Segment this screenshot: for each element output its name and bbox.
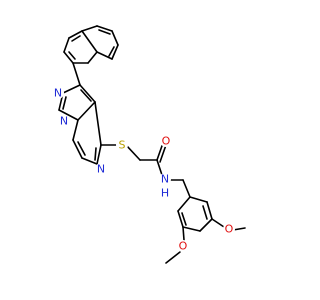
bond — [182, 226, 201, 232]
pyrazine-ring — [72, 101, 102, 165]
bond — [96, 51, 113, 60]
bond — [156, 142, 164, 161]
nitrogen-atom: N — [95, 163, 107, 176]
bond — [199, 218, 213, 232]
atom-label: H — [161, 187, 169, 200]
atom-bg — [177, 240, 189, 252]
bond — [68, 30, 83, 39]
atom-bg — [95, 163, 107, 175]
bond — [232, 227, 246, 231]
bond — [62, 84, 81, 94]
bond — [63, 51, 74, 64]
atom-label: S — [119, 139, 126, 152]
bond-double-inner — [98, 29, 111, 35]
bond — [182, 179, 191, 198]
bond — [63, 37, 70, 53]
bond — [111, 44, 119, 60]
bond — [177, 196, 191, 212]
bond-double-inner — [71, 35, 81, 42]
oxygen-atom: O — [223, 223, 235, 236]
atom-label: O — [225, 223, 234, 236]
atom-label: O — [179, 240, 188, 253]
bond-double-inner — [94, 147, 97, 161]
bond-double — [159, 144, 167, 163]
naphthalene-ring-b — [81, 25, 119, 60]
bond-double-inner — [68, 51, 76, 60]
bond — [72, 62, 81, 86]
bond — [58, 109, 79, 121]
bond — [111, 30, 119, 46]
atom-bg — [116, 139, 128, 151]
atom-bg — [159, 173, 171, 185]
dimethoxyphenyl-ring — [177, 179, 213, 232]
atom-bg — [52, 87, 64, 99]
nitrogen-atom: N — [58, 115, 70, 128]
atom-label: O — [162, 135, 171, 148]
molecule-structure: N N N S O N H O O — [52, 25, 246, 264]
bond — [165, 251, 181, 264]
bond — [156, 159, 163, 176]
bond — [189, 196, 208, 203]
bond — [72, 119, 79, 141]
bond — [206, 201, 213, 220]
bond — [211, 218, 225, 228]
bond — [81, 30, 98, 53]
bond — [81, 25, 98, 32]
atom-bg — [160, 135, 172, 147]
bond — [177, 210, 184, 228]
oxygen-atom: O — [177, 240, 189, 253]
bond-double-inner — [62, 96, 67, 110]
nitrogen-atom: N — [159, 173, 171, 186]
atom-labels: N N N S O N H O O — [52, 87, 235, 253]
bond — [96, 144, 102, 165]
bond — [94, 101, 102, 146]
bond — [72, 139, 83, 159]
atom-bg — [223, 223, 235, 235]
bond-double-inner — [108, 46, 115, 57]
bond-double-inner — [202, 205, 208, 220]
sulfur-atom: S — [116, 139, 128, 152]
bond-double-inner — [181, 212, 187, 226]
pyrazole-ring — [58, 84, 96, 121]
bond — [79, 84, 96, 103]
methoxy-groups — [165, 218, 246, 264]
naphthalene-ring-a — [63, 30, 98, 64]
atom-label: N — [97, 163, 105, 176]
atom-label: N — [60, 115, 68, 128]
bond — [77, 101, 96, 121]
bond — [96, 25, 113, 32]
nitrogen-atom: N — [52, 87, 64, 100]
bond — [125, 144, 141, 161]
thioacetamide-chain — [100, 142, 184, 181]
atom-bg — [58, 115, 70, 127]
hydrogen-atom: H — [161, 187, 169, 200]
bond — [87, 51, 98, 64]
bond — [81, 157, 98, 165]
bond-double-inner — [80, 89, 92, 102]
atom-label: N — [161, 173, 169, 186]
oxygen-atom: O — [160, 135, 172, 148]
bond-double-inner — [77, 141, 86, 156]
bond — [182, 226, 185, 241]
atom-label: N — [54, 87, 62, 100]
